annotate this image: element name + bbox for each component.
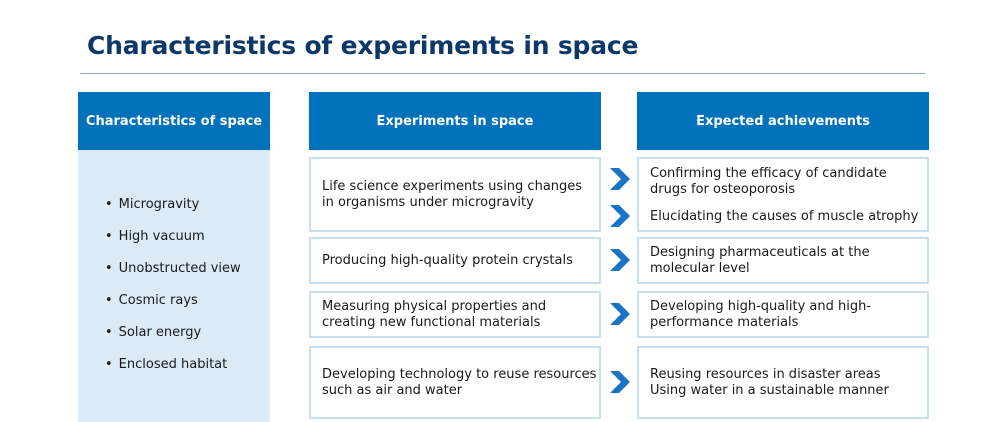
experiment-text: Life science experiments using changes i…: [322, 178, 583, 210]
experiment-text: Producing high-quality protein crystals: [322, 252, 573, 268]
chevron-right-icon: [610, 168, 630, 190]
characteristics-list: Microgravity High vacuum Unobstructed vi…: [105, 196, 241, 388]
experiment-box-materials: Measuring physical properties and creati…: [309, 291, 601, 338]
chevron-right-icon: [610, 249, 630, 271]
achievement-box-resource-reuse: Reusing resources in disaster areas Usin…: [637, 346, 929, 419]
title-divider: [80, 73, 925, 74]
achievement-box-life-science: Confirming the efficacy of candidate dru…: [637, 157, 929, 232]
achievement-box-pharmaceuticals: Designing pharmaceuticals at the molecul…: [637, 237, 929, 284]
list-item: Enclosed habitat: [105, 356, 241, 388]
list-item: Unobstructed view: [105, 260, 241, 292]
chevron-right-icon: [610, 205, 630, 227]
experiment-text: Measuring physical properties and creati…: [322, 298, 547, 330]
experiment-box-life-science: Life science experiments using changes i…: [309, 157, 601, 232]
header-characteristics-of-space: Characteristics of space: [78, 92, 270, 150]
achievement-text: Designing pharmaceuticals at the molecul…: [650, 244, 870, 276]
list-item: Microgravity: [105, 196, 241, 228]
experiment-box-protein-crystals: Producing high-quality protein crystals: [309, 237, 601, 284]
list-item: Solar energy: [105, 324, 241, 356]
experiment-text: Developing technology to reuse resources…: [322, 366, 597, 398]
achievement-box-materials: Developing high-quality and high- perfor…: [637, 291, 929, 338]
achievement-text: Developing high-quality and high- perfor…: [650, 298, 872, 330]
achievement-text: Elucidating the causes of muscle atrophy: [650, 209, 919, 224]
experiment-box-resource-reuse: Developing technology to reuse resources…: [309, 346, 601, 419]
page-title: Characteristics of experiments in space: [87, 31, 639, 60]
achievement-text: Confirming the efficacy of candidate dru…: [650, 166, 887, 197]
chevron-right-icon: [610, 303, 630, 325]
achievement-text: Reusing resources in disaster areas Usin…: [650, 366, 889, 398]
header-experiments-in-space: Experiments in space: [309, 92, 601, 150]
header-expected-achievements: Expected achievements: [637, 92, 929, 150]
list-item: Cosmic rays: [105, 292, 241, 324]
list-item: High vacuum: [105, 228, 241, 260]
chevron-right-icon: [610, 371, 630, 393]
